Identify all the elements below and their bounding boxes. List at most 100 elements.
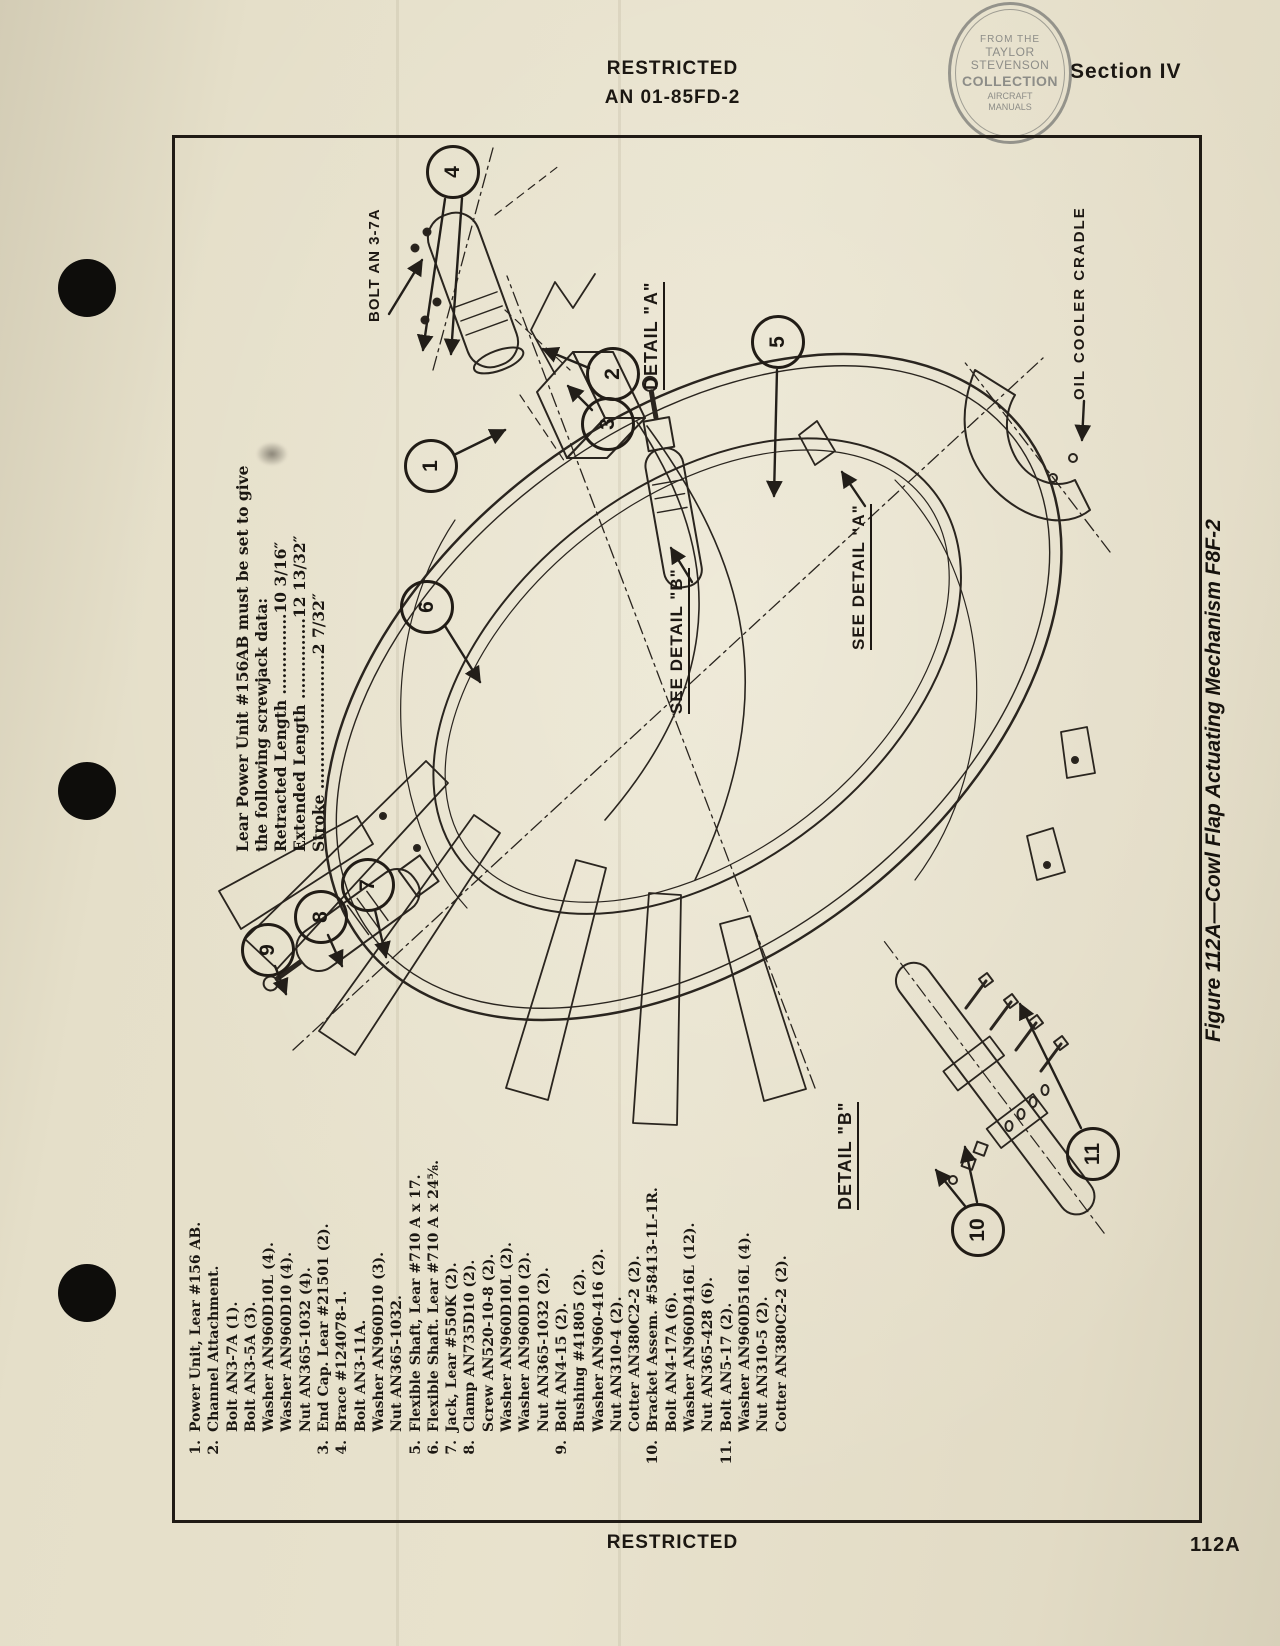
parts-list-item: Washer AN960D10 (2). xyxy=(516,1160,534,1470)
page-header: RESTRICTED AN 01-85FD-2 xyxy=(560,58,785,109)
figure-frame: Lear Power Unit #156AB must be set to gi… xyxy=(172,135,1202,1523)
parts-list-item-text: Bolt AN4-17A (6). xyxy=(663,1291,680,1432)
callout-6: 6 xyxy=(400,580,454,634)
parts-list-item-text: Washer AN960D10L (2). xyxy=(499,1242,516,1432)
parts-list-item-text: Clamp AN735D10 (2). xyxy=(462,1259,479,1432)
parts-list-item: Washer AN960D416L (12). xyxy=(681,1160,699,1470)
parts-list-item: 1.Power Unit, Lear #156 AB. xyxy=(187,1160,205,1470)
parts-list-item: 11. Bolt AN5-17 (2). xyxy=(718,1160,736,1470)
parts-list-item: Nut AN365-1032 (4). xyxy=(297,1160,315,1470)
callout-4: 4 xyxy=(426,145,480,199)
note-line: the following screwjack data: xyxy=(252,597,271,852)
parts-list-item: Washer AN960D10L (2). xyxy=(498,1160,516,1470)
parts-list-item-text: Bolt AN3-7A (1). xyxy=(224,1301,241,1432)
header-restricted: RESTRICTED xyxy=(606,58,739,79)
parts-list-item-number: 9. xyxy=(553,1440,570,1455)
parts-list-item: Washer AN960D516L (4). xyxy=(736,1160,754,1470)
parts-list-item-text: Washer AN960D10 (4). xyxy=(279,1251,296,1432)
parts-list-item-text: End Cap. Lear #21501 (2). xyxy=(316,1223,333,1432)
label-detail-a: DETAIL "A" xyxy=(641,281,665,390)
parts-list-item-text: Flexible Shaft. Lear #710 A x 24⅝. xyxy=(425,1159,442,1432)
callout-3: 3 xyxy=(581,397,635,451)
stamp-line: COLLECTION xyxy=(962,73,1058,90)
parts-list-item-number: 1. xyxy=(188,1440,204,1455)
parts-list-item: 8. Clamp AN735D10 (2). xyxy=(461,1160,479,1470)
parts-list-item: Screw AN520-10-8 (2). xyxy=(480,1160,498,1470)
parts-list-item: Bolt AN3-5A (3). xyxy=(242,1160,260,1470)
note-line: Retracted Length ...............10 3/16″ xyxy=(271,541,290,852)
figure-caption: Figure 112A—Cowl Flap Actuating Mechanis… xyxy=(1202,519,1225,1042)
punch-hole xyxy=(58,1264,116,1322)
parts-list-item-text: Nut AN310-4 (2). xyxy=(608,1296,625,1433)
punch-hole xyxy=(58,259,116,317)
parts-list-item: 5. Flexible Shaft, Lear #710 A x 17. xyxy=(407,1160,425,1470)
ink-smudge xyxy=(256,442,288,466)
parts-list-item: 2. Channel Attachment. xyxy=(205,1160,223,1470)
stamp-arc-text: FROM THE xyxy=(979,34,1041,46)
header-doc-number: AN 01-85FD-2 xyxy=(604,87,741,108)
parts-list-item: Washer AN960D10L (4). xyxy=(260,1160,278,1470)
stamp-line: AIRCRAFT xyxy=(987,91,1033,102)
parts-list-item-text: Cotter AN380C2-2 (2). xyxy=(627,1255,644,1432)
parts-list-item-text: Cotter AN380C2-2 (2). xyxy=(773,1255,790,1432)
parts-list-item: 3. End Cap. Lear #21501 (2). xyxy=(315,1160,333,1470)
cowl-flap-diagram xyxy=(218,147,1111,1234)
parts-list-item-text: Nut AN310-5 (2). xyxy=(755,1296,772,1433)
parts-list-item: Washer AN960D10 (3). xyxy=(370,1160,388,1470)
parts-list-item-number: 5. xyxy=(407,1440,424,1455)
parts-list-item: Bolt AN4-17A (6). xyxy=(663,1160,681,1470)
paper-crease xyxy=(618,0,621,1646)
parts-list-item-text: Bolt AN3-11A. xyxy=(352,1319,369,1432)
parts-list-item: Cotter AN380C2-2 (2). xyxy=(773,1160,791,1470)
callout-8: 8 xyxy=(294,890,348,944)
parts-list-item: Bushing #41805 (2). xyxy=(571,1160,589,1470)
parts-list-item: 9.Bolt AN4-15 (2). xyxy=(553,1160,571,1470)
header-section: Section IV xyxy=(1070,60,1182,83)
parts-list-item-text: Channel Attachment. xyxy=(206,1265,223,1432)
parts-list-item: Washer AN960-416 (2). xyxy=(590,1160,608,1470)
parts-list-item: Nut AN310-5 (2). xyxy=(754,1160,772,1470)
parts-list-item-number: 8. xyxy=(462,1440,479,1455)
callout-1: 1 xyxy=(404,439,458,493)
parts-list-item-text: Bushing #41805 (2). xyxy=(572,1268,589,1432)
parts-list-item: Nut AN365-1032. xyxy=(388,1160,406,1470)
parts-list-item: Nut AN365-1032 (2). xyxy=(535,1160,553,1470)
parts-list-item-text: Nut AN365-1032 (4). xyxy=(297,1267,314,1432)
callout-2: 2 xyxy=(586,347,640,401)
parts-list-item-text: Washer AN960D10L (4). xyxy=(261,1242,278,1432)
rotated-figure: Lear Power Unit #156AB must be set to gi… xyxy=(175,138,1199,1520)
callout-11: 11 xyxy=(1066,1127,1120,1181)
parts-list-item-number: 2. xyxy=(206,1440,223,1455)
stamp-line: STEVENSON xyxy=(970,58,1050,73)
parts-list-item-text: Jack, Lear #550K (2). xyxy=(444,1262,461,1432)
label-see-detail-b: SEE DETAIL "B" xyxy=(667,568,690,714)
callout-10: 10 xyxy=(951,1203,1005,1257)
parts-list-item: 4.Brace #124078-1. xyxy=(333,1160,351,1470)
label-bolt-an-3-7a: BOLT AN 3-7A xyxy=(366,208,383,322)
note-line: Extended Length ...............12 13/32″ xyxy=(290,535,309,852)
callout-9: 9 xyxy=(241,923,295,977)
parts-list-item: Washer AN960D10 (4). xyxy=(278,1160,296,1470)
collection-stamp: FROM THE TAYLOR STEVENSON COLLECTION AIR… xyxy=(948,2,1072,144)
parts-list-item-text: Washer AN960D416L (12). xyxy=(682,1222,699,1432)
parts-list-item-text: Washer AN960-416 (2). xyxy=(590,1248,607,1432)
callout-5: 5 xyxy=(751,315,805,369)
stamp-line: TAYLOR xyxy=(985,44,1035,59)
note-line: Stroke .........................2 7/32″ xyxy=(309,593,328,852)
note-line: Lear Power Unit #156AB must be set to gi… xyxy=(233,465,252,853)
footer-restricted: RESTRICTED xyxy=(606,1532,739,1553)
parts-list-item-number: 11. xyxy=(718,1440,735,1465)
parts-list-item-text: Nut AN365-1032 (2). xyxy=(535,1267,552,1432)
parts-list-item-text: Bolt AN5-17 (2). xyxy=(718,1302,735,1432)
parts-list-item-number: 4. xyxy=(334,1440,351,1455)
parts-list-item-number: 3. xyxy=(316,1440,333,1455)
footer-page-number: 112A xyxy=(1190,1534,1241,1556)
parts-list-item-text: Flexible Shaft, Lear #710 A x 17. xyxy=(407,1174,424,1432)
parts-list-item-text: Screw AN520-10-8 (2). xyxy=(480,1253,497,1432)
label-oil-cooler-cradle: OIL COOLER CRADLE xyxy=(1071,206,1088,400)
callout-7: 7 xyxy=(341,858,395,912)
parts-list-item-text: Nut AN365-1032. xyxy=(389,1295,406,1432)
parts-list-item-text: Washer AN960D516L (4). xyxy=(736,1232,753,1432)
stamp-line: MANUALS xyxy=(988,101,1032,112)
paper-crease xyxy=(396,0,399,1646)
